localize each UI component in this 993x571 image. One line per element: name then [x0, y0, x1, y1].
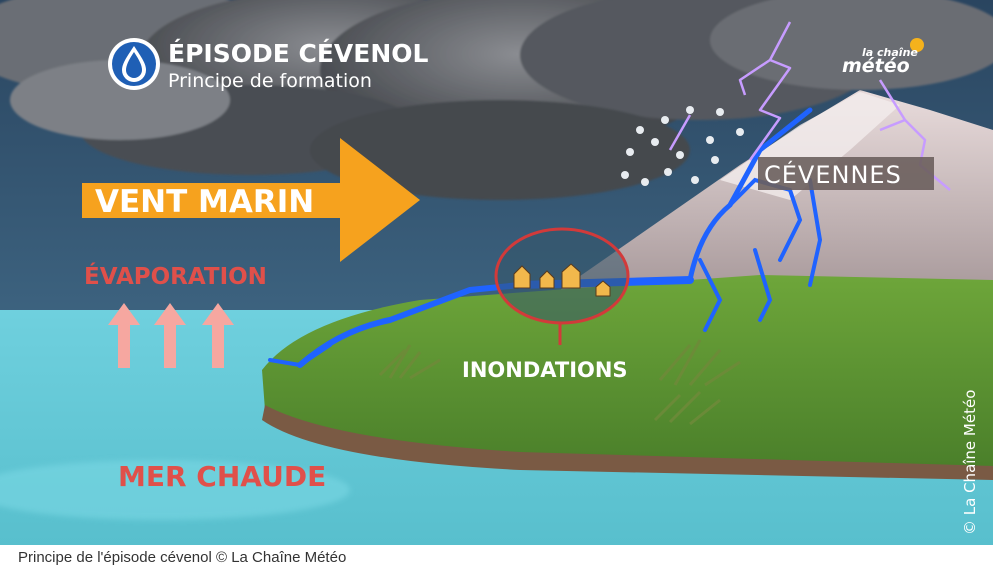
land-coast [262, 275, 993, 480]
storm-clouds [0, 0, 993, 200]
la-chaine-meteo-logo: la chaîne météo [842, 38, 924, 77]
houses-icon [513, 263, 611, 297]
mountains-label-bg [758, 157, 934, 190]
grass-tufts [378, 339, 741, 426]
evaporation-arrows [108, 303, 234, 368]
flood-zone [494, 227, 630, 345]
wind-label: VENT MARIN [95, 184, 314, 220]
mountains-label: CÉVENNES [764, 160, 902, 189]
diagram-title: ÉPISODE CÉVENOL [168, 39, 429, 68]
evaporation-label: ÉVAPORATION [84, 262, 267, 290]
rain-drops-icon [621, 106, 744, 186]
sea-label: MER CHAUDE [118, 460, 326, 493]
diagram-subtitle: Principe de formation [168, 70, 372, 92]
copyright-vertical: © La Chaîne Météo [961, 390, 979, 535]
marine-wind-arrow [82, 138, 420, 262]
floods-label: INONDATIONS [462, 358, 628, 382]
logo-line1: la chaîne [862, 46, 918, 59]
water-drop-icon [108, 38, 160, 90]
logo-line2: météo [842, 55, 910, 77]
image-caption: Principe de l'épisode cévenol © La Chaîn… [18, 549, 347, 566]
diagram-illustration: ÉPISODE CÉVENOL Principe de formation la… [0, 0, 993, 545]
